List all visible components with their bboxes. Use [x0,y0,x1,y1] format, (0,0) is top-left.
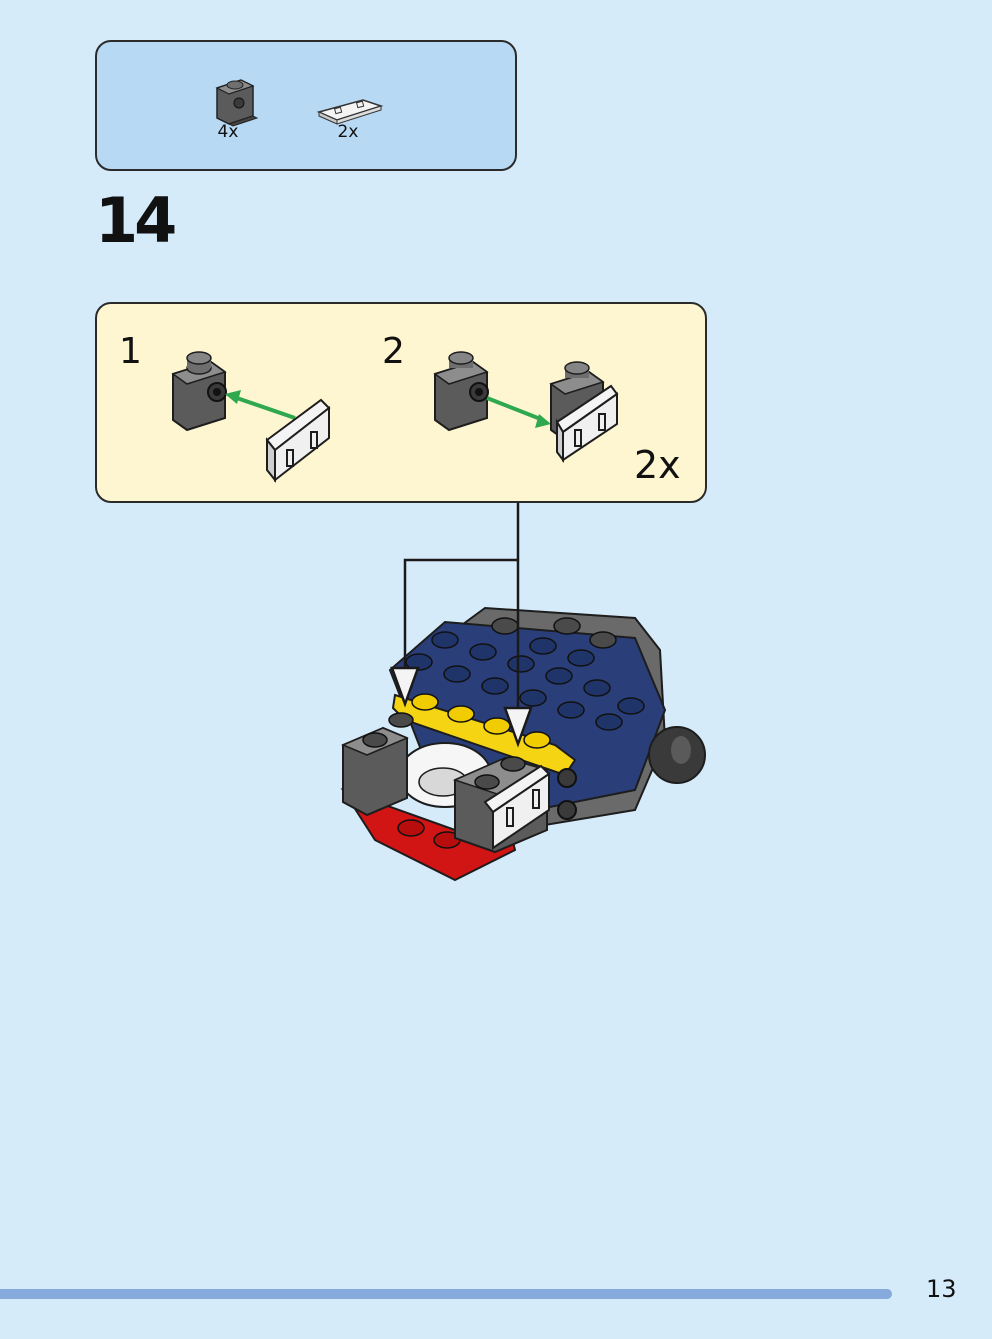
part-item: 4x [193,68,263,142]
substep-multiplier: 2x [634,443,681,487]
model-illustration [340,606,706,882]
white-clip-plate-icon [316,99,384,125]
page-number: 13 [926,1275,957,1303]
part-item: 2x [313,68,384,142]
parts-list-box: 4x 2x [95,40,517,171]
substep-1-illustration [171,351,331,483]
footer-progress-bar [0,1289,892,1299]
part-quantity: 4x [217,122,239,142]
step-number: 14 [95,184,177,257]
part-quantity: 2x [337,122,359,142]
substep-label: 2 [382,331,405,372]
substep-callout-box: 1 2 2x [95,302,707,503]
substep-2-illustration [433,351,619,463]
gray-bracket-brick-icon [215,79,259,127]
substep-label: 1 [119,331,142,372]
